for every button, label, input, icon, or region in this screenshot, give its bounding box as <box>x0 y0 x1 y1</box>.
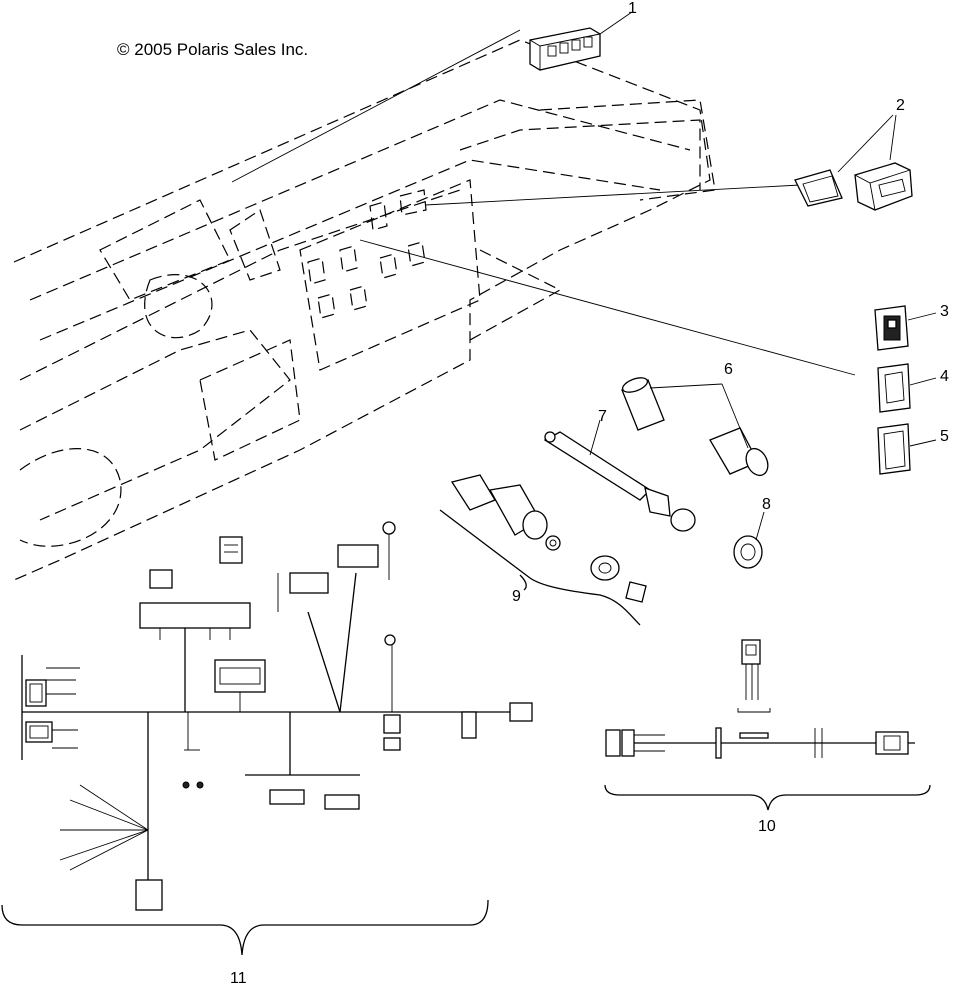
part-3-switch <box>874 305 937 351</box>
part-10-harness <box>604 639 931 811</box>
callout-2: 2 <box>896 97 905 114</box>
part-11-main-harness <box>1 521 533 956</box>
part-9-accessory-kit <box>439 474 647 626</box>
callout-8: 8 <box>762 496 771 513</box>
callout-6: 6 <box>724 361 733 378</box>
callout-5: 5 <box>940 428 949 445</box>
part-1-switch-block <box>529 11 633 71</box>
part-6-power-socket <box>621 377 769 477</box>
part-5-switch-plug <box>877 423 937 475</box>
callout-4: 4 <box>940 368 949 385</box>
leader-lines <box>231 29 856 376</box>
callout-7: 7 <box>598 408 607 425</box>
callout-9: 9 <box>512 588 521 605</box>
callout-10: 10 <box>758 818 776 835</box>
dashboard-outline <box>13 39 716 581</box>
part-4-switch <box>877 363 937 413</box>
dash-gauge-windows <box>307 189 427 319</box>
callout-11: 11 <box>230 970 247 987</box>
copyright-notice: © 2005 Polaris Sales Inc. <box>117 40 309 59</box>
callout-3: 3 <box>940 303 949 320</box>
callout-1: 1 <box>628 0 637 17</box>
part-7-lighter-element <box>543 419 696 532</box>
part-2-meter <box>794 114 913 211</box>
part-8-retaining-nut <box>733 511 765 569</box>
